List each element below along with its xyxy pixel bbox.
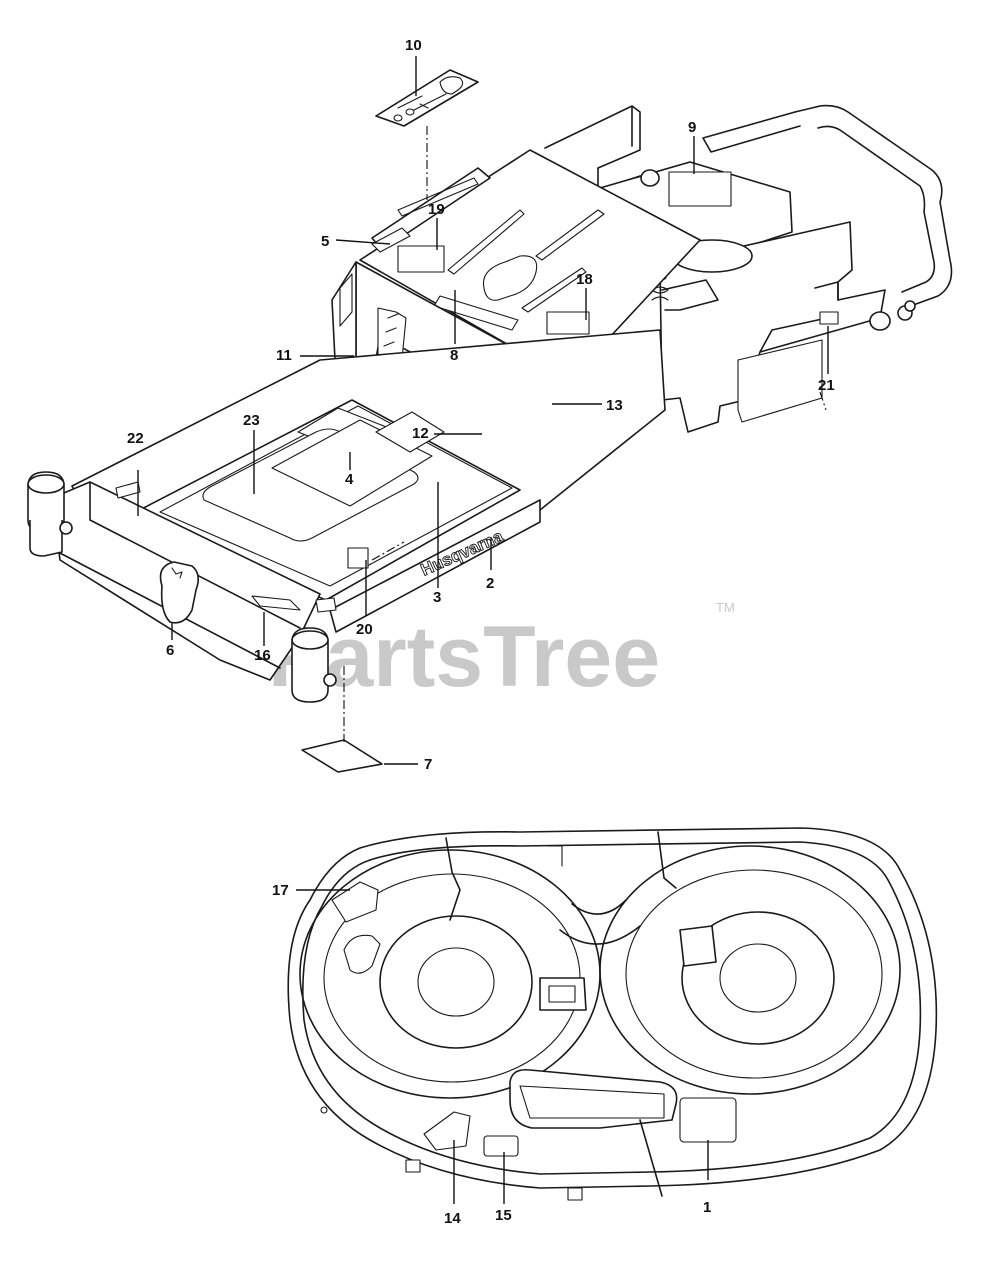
decal-10 xyxy=(375,69,479,127)
callout-21: 21 xyxy=(818,377,835,394)
callout-4: 4 xyxy=(345,471,354,488)
callout-14: 14 xyxy=(444,1210,461,1227)
callout-labels: 1 2 3 4 5 6 7 8 9 10 11 12 13 14 15 16 1… xyxy=(127,37,835,1227)
callout-23: 23 xyxy=(243,412,260,429)
callout-8: 8 xyxy=(450,347,458,364)
callout-15: 15 xyxy=(495,1207,512,1224)
callout-7: 7 xyxy=(424,756,432,773)
callout-12: 12 xyxy=(412,425,429,442)
decal-7 xyxy=(301,739,383,773)
callout-6: 6 xyxy=(166,642,174,659)
callout-1: 1 xyxy=(703,1199,711,1216)
callout-13: 13 xyxy=(606,397,623,414)
alignment-line-21 xyxy=(819,391,827,411)
callout-10: 10 xyxy=(405,37,422,54)
callout-18: 18 xyxy=(576,271,593,288)
watermark-tm: TM xyxy=(716,600,735,615)
mower-deck xyxy=(287,827,938,1201)
callout-5: 5 xyxy=(321,233,329,250)
leader-lines xyxy=(137,56,829,1204)
callout-22: 22 xyxy=(127,430,144,447)
callout-16: 16 xyxy=(254,647,271,664)
callout-3: 3 xyxy=(433,589,441,606)
callout-19: 19 xyxy=(428,201,445,218)
callout-20: 20 xyxy=(356,621,373,638)
callout-11: 11 xyxy=(276,347,292,364)
callout-17: 17 xyxy=(272,882,289,899)
alignment-line-20 xyxy=(371,541,405,561)
callout-2: 2 xyxy=(486,575,494,592)
callout-9: 9 xyxy=(688,119,696,136)
